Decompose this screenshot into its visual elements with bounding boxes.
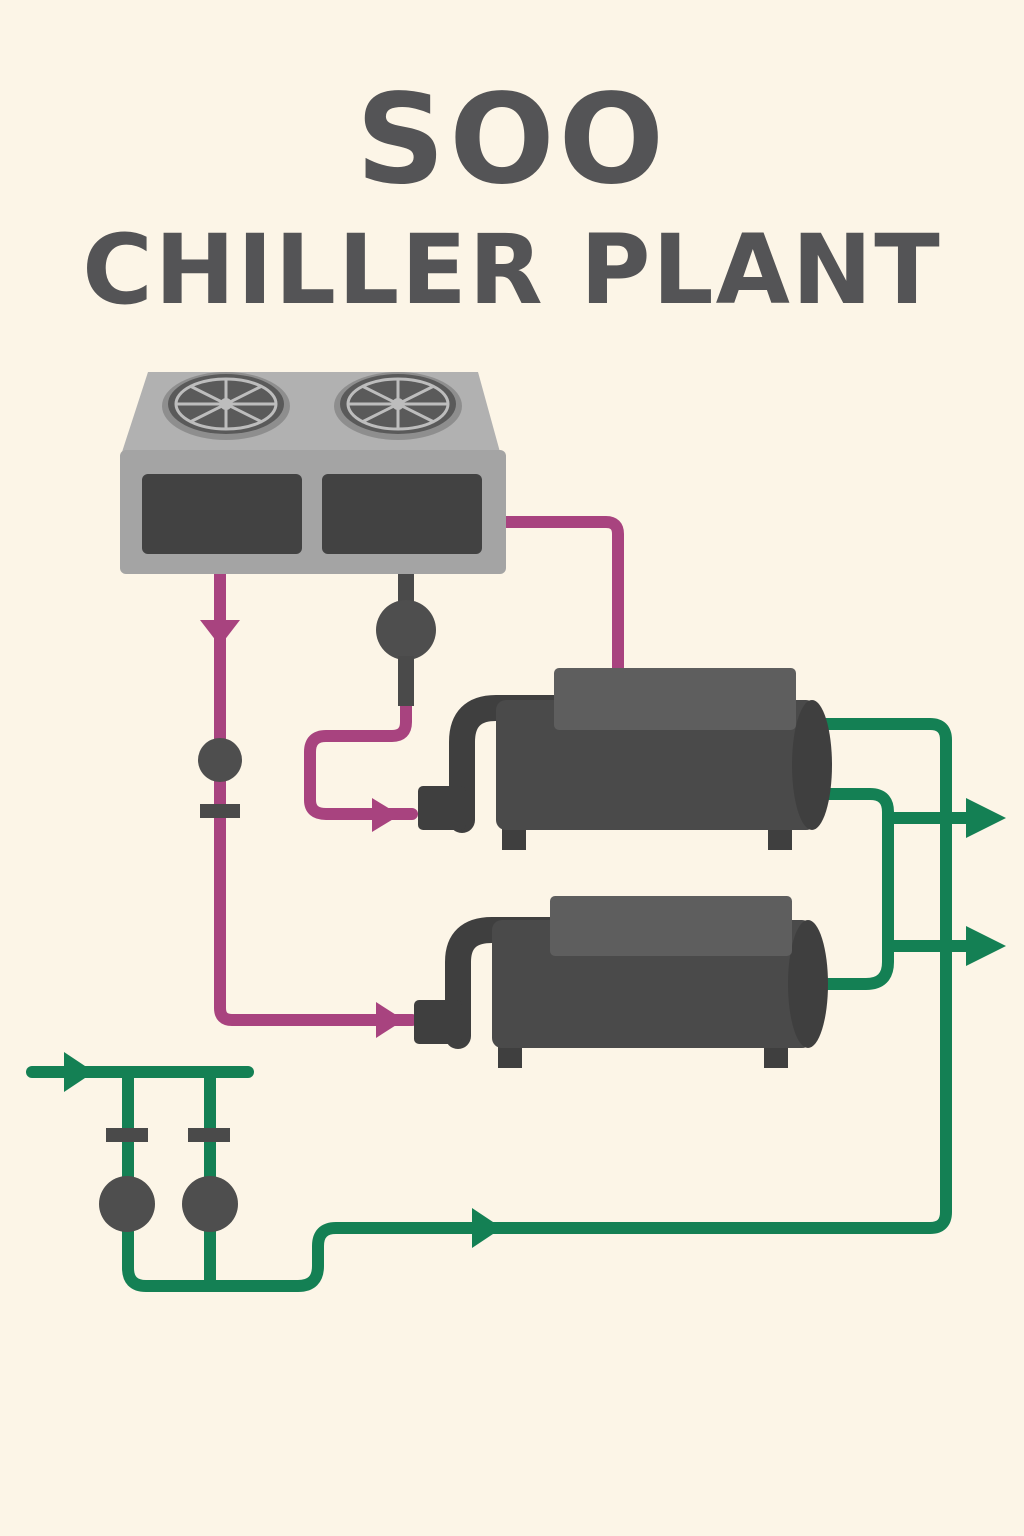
pump-icon — [376, 600, 436, 660]
chw-pipe-upper-outlet — [820, 788, 894, 990]
chiller-suction-loop — [449, 695, 573, 833]
pump-icon — [99, 1176, 155, 1232]
refrigerant-pump-left — [198, 738, 242, 818]
chiller-inlet — [418, 786, 466, 830]
flow-arrow-icon — [376, 1002, 404, 1038]
coil-panel — [322, 474, 482, 554]
chiller-endcap — [792, 700, 832, 830]
flow-arrow-icon — [472, 1208, 502, 1248]
chiller-control-box — [550, 896, 792, 956]
chw-pump-right — [182, 1128, 238, 1232]
chiller-lower — [414, 896, 828, 1068]
refrigerant-pump-upper — [376, 574, 436, 706]
flow-arrow-icon — [64, 1052, 94, 1092]
chw-arrows — [64, 798, 1006, 1248]
pump-icon — [198, 738, 242, 782]
fan-icon — [334, 372, 462, 440]
chw-pump-left — [99, 1128, 155, 1232]
fan-icon — [162, 372, 290, 440]
chiller-shell — [496, 700, 816, 830]
condenser-unit — [120, 372, 506, 574]
refrigerant-pipe-right — [494, 516, 624, 676]
title-line-1: SOO — [355, 68, 669, 212]
flow-arrow-icon — [966, 926, 1006, 966]
flow-arrow-icon — [200, 620, 240, 646]
coil-panel — [142, 474, 302, 554]
flow-arrow-icon — [372, 798, 400, 832]
valve-icon — [188, 1128, 230, 1142]
chiller-suction-loop — [445, 917, 569, 1049]
refrigerant-arrows — [200, 620, 404, 1038]
valve-icon — [106, 1128, 148, 1142]
flow-arrow-icon — [966, 798, 1006, 838]
chilled-water-piping — [26, 718, 986, 1292]
chiller-endcap — [788, 920, 828, 1048]
refrigerant-piping — [214, 516, 624, 1026]
chw-pipe-riser — [122, 718, 952, 1292]
refrigerant-pipe-middle — [304, 694, 418, 820]
chiller-inlet — [414, 1000, 462, 1044]
pump-icon — [182, 1176, 238, 1232]
title-line-2: CHILLER PLANT — [82, 214, 942, 326]
refrigerant-pipe-left — [214, 568, 418, 1026]
valve-icon — [200, 804, 240, 818]
chiller-upper — [418, 668, 832, 850]
chiller-control-box — [554, 668, 796, 730]
